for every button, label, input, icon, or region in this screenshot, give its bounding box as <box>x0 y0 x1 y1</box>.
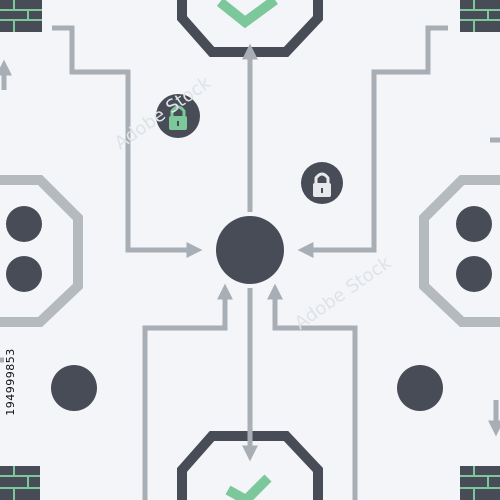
arrow-from-top-right <box>297 25 448 259</box>
arrow-from-bottom-right <box>266 283 358 500</box>
top-shield-icon <box>177 0 323 57</box>
node-dot <box>51 365 97 411</box>
left-octagon-icon <box>0 175 83 327</box>
check-icon <box>225 474 272 500</box>
brick-block-icon <box>460 466 500 500</box>
arrow-from-top-left <box>52 25 203 259</box>
stock-id-label: 194999853 <box>4 327 18 437</box>
lock-icon <box>156 94 200 138</box>
arrow-from-bottom-left <box>142 283 234 500</box>
brick-block-icon <box>460 0 500 32</box>
central-hub-icon <box>216 216 284 284</box>
svg-text:Adobe Stock: Adobe Stock <box>291 252 396 334</box>
right-octagon-icon <box>419 175 500 327</box>
watermark: Adobe Stock Adobe Stock <box>111 72 396 334</box>
brick-block-icon <box>0 466 40 500</box>
lock-icon <box>301 162 343 204</box>
connector-arrows <box>0 25 500 500</box>
node-dot <box>397 365 443 411</box>
brick-block-icon <box>0 0 42 32</box>
check-icon <box>216 0 278 29</box>
